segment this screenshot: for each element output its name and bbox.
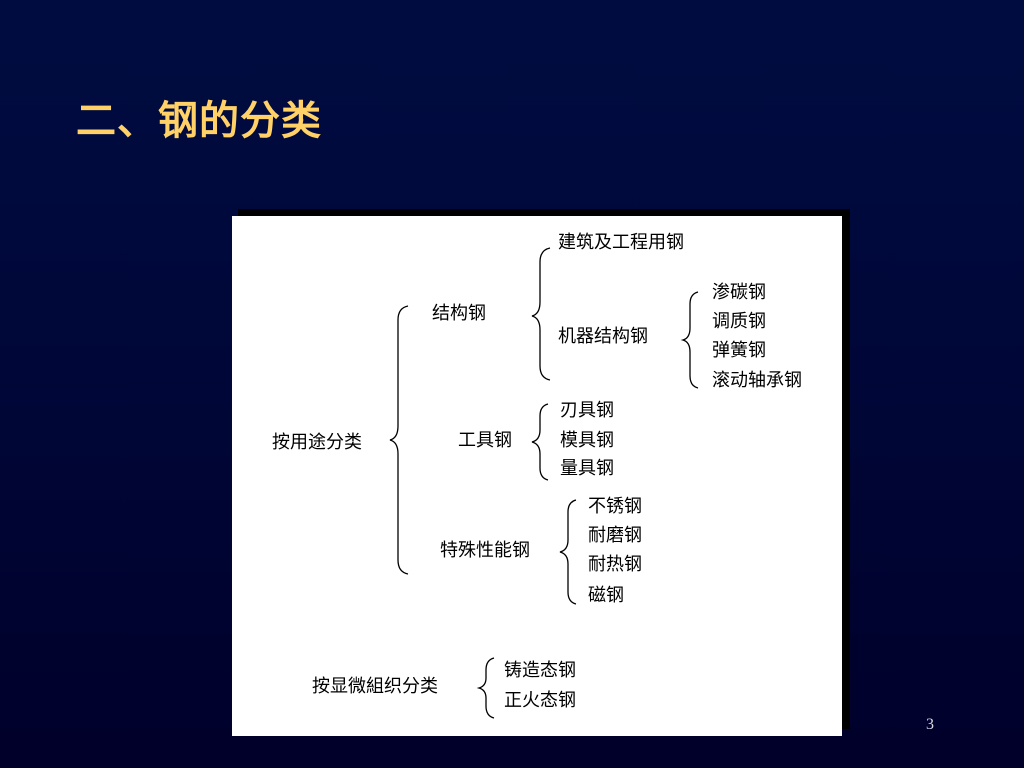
tool-item: 模具钢 — [560, 430, 614, 451]
bracket-special — [559, 499, 577, 605]
special-item: 磁钢 — [588, 585, 624, 606]
special-item: 耐热钢 — [588, 554, 642, 575]
special-steel-label: 特殊性能钢 — [440, 540, 530, 561]
bracket-by-use — [389, 305, 409, 575]
machine-item: 渗碳钢 — [712, 282, 766, 303]
structural-steel-label: 结构钢 — [432, 303, 486, 324]
tool-item: 量具钢 — [560, 458, 614, 479]
page-number: 3 — [926, 716, 934, 733]
bracket-tool — [531, 403, 549, 481]
bracket-structural — [531, 247, 551, 381]
machine-item: 滚动轴承钢 — [712, 370, 802, 391]
tool-steel-label: 工具钢 — [458, 430, 512, 451]
by-use-label: 按用途分类 — [272, 432, 362, 453]
bracket-lines — [389, 247, 699, 719]
bracket-microstructure — [476, 657, 495, 719]
by-microstructure-label: 按显微組织分类 — [312, 676, 438, 697]
classification-diagram: 按用途分类 结构钢 建筑及工程用钢 机器结构钢 渗碳钢 调质钢 弹簧钢 滚动轴承… — [232, 216, 842, 736]
building-steel-label: 建筑及工程用钢 — [558, 232, 684, 253]
microstructure-item: 正火态钢 — [504, 690, 576, 711]
machine-item: 调质钢 — [712, 311, 766, 332]
special-item: 耐磨钢 — [588, 525, 642, 546]
tool-item: 刃具钢 — [560, 400, 614, 421]
special-item: 不锈钢 — [588, 496, 642, 517]
machine-structural-steel-label: 机器结构钢 — [558, 326, 648, 347]
machine-item: 弹簧钢 — [712, 340, 766, 361]
microstructure-item: 铸造态钢 — [504, 660, 576, 681]
slide-title: 二、钢的分类 — [76, 98, 322, 144]
bracket-machine — [680, 291, 699, 389]
